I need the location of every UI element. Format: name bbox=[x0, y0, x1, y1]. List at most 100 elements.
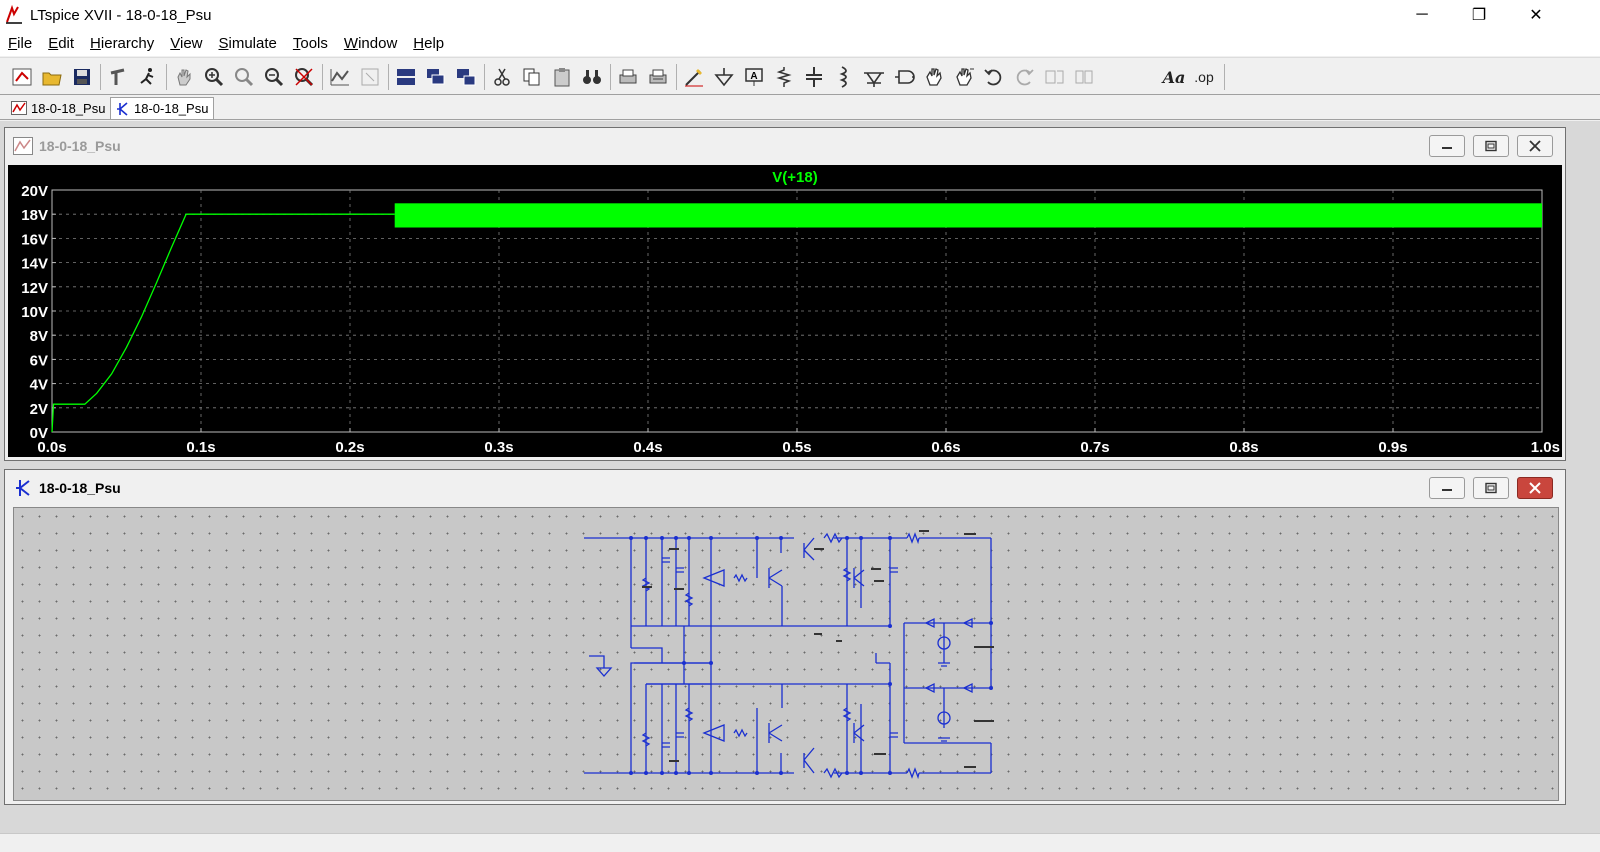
text-button[interactable] bbox=[1100, 63, 1128, 91]
tab-label: 18-0-18_Psu bbox=[134, 101, 209, 116]
settings-hammer-icon bbox=[110, 68, 125, 85]
toolbar-separator bbox=[1224, 64, 1225, 90]
settings-hammer-button[interactable] bbox=[104, 63, 132, 91]
toolbar-separator bbox=[100, 64, 101, 90]
schematic-canvas[interactable] bbox=[13, 507, 1559, 801]
menu-file[interactable]: File bbox=[8, 34, 33, 52]
x-tick-label: 0.4s bbox=[633, 439, 662, 456]
menu-window[interactable]: Window bbox=[343, 34, 398, 52]
child-minimize-button[interactable] bbox=[1429, 477, 1465, 499]
menu-view[interactable]: View bbox=[170, 34, 203, 52]
spice-directive-button[interactable]: .op bbox=[1190, 63, 1218, 91]
open-button[interactable] bbox=[38, 63, 66, 91]
status-bar bbox=[0, 833, 1600, 852]
spice-directive-button[interactable] bbox=[1130, 63, 1158, 91]
label-net-icon: A bbox=[745, 68, 763, 86]
print-setup-button[interactable] bbox=[644, 63, 672, 91]
y-tick-label: 6V bbox=[30, 352, 48, 369]
pan-hand-icon bbox=[177, 69, 191, 86]
print-setup-icon bbox=[649, 69, 667, 84]
wire-button[interactable] bbox=[680, 63, 708, 91]
svg-text:A: A bbox=[750, 71, 757, 82]
move-button[interactable] bbox=[920, 63, 948, 91]
tile-vertical-icon bbox=[457, 69, 476, 86]
minimize-icon bbox=[1442, 489, 1452, 491]
tile-vertical-button[interactable] bbox=[452, 63, 480, 91]
child-close-button[interactable] bbox=[1517, 135, 1553, 157]
schematic-window-titlebar[interactable]: 18-0-18_Psu bbox=[5, 470, 1565, 506]
zoom-area-icon bbox=[235, 68, 254, 87]
redo-button[interactable] bbox=[1010, 63, 1038, 91]
run-button[interactable] bbox=[134, 63, 162, 91]
rotate-button[interactable] bbox=[1040, 63, 1068, 91]
pan-hand-button[interactable] bbox=[170, 63, 198, 91]
cursor-button[interactable] bbox=[356, 63, 384, 91]
drag-button[interactable] bbox=[950, 63, 978, 91]
zoom-fit-button[interactable] bbox=[290, 63, 318, 91]
menu-simulate[interactable]: Simulate bbox=[218, 34, 277, 52]
minimize-button[interactable]: ─ bbox=[1393, 0, 1451, 30]
save-button[interactable] bbox=[68, 63, 96, 91]
x-tick-label: 1.0s bbox=[1531, 439, 1560, 456]
paste-button[interactable] bbox=[548, 63, 576, 91]
child-maximize-button[interactable] bbox=[1473, 135, 1509, 157]
schematic-window: 18-0-18_Psu bbox=[4, 469, 1566, 805]
diode-button[interactable] bbox=[860, 63, 888, 91]
menu-tools[interactable]: Tools bbox=[292, 34, 328, 52]
trace-ripple-band bbox=[394, 203, 1543, 228]
ground-button[interactable] bbox=[710, 63, 738, 91]
waveform-icon bbox=[11, 101, 27, 115]
waveform-window-title: 18-0-18_Psu bbox=[39, 138, 121, 154]
toolbar-separator bbox=[484, 64, 485, 90]
child-minimize-button[interactable] bbox=[1429, 135, 1465, 157]
inductor-icon bbox=[839, 66, 847, 88]
child-maximize-button[interactable] bbox=[1473, 477, 1509, 499]
transistor-icon bbox=[117, 101, 128, 116]
menu-edit[interactable]: Edit bbox=[48, 34, 75, 52]
label-net-button[interactable]: A bbox=[740, 63, 768, 91]
close-button[interactable]: ✕ bbox=[1507, 0, 1565, 30]
zoom-area-button[interactable] bbox=[230, 63, 258, 91]
undo-icon bbox=[984, 69, 1002, 86]
document-tabs: 18-0-18_Psu 18-0-18_Psu bbox=[0, 96, 1600, 120]
copy-button[interactable] bbox=[518, 63, 546, 91]
maximize-button[interactable]: ❐ bbox=[1450, 0, 1508, 30]
print-icon bbox=[619, 69, 637, 84]
resistor-button[interactable] bbox=[770, 63, 798, 91]
inductor-button[interactable] bbox=[830, 63, 858, 91]
toolbar-separator bbox=[388, 64, 389, 90]
x-tick-label: 0.0s bbox=[37, 439, 66, 456]
tile-horizontal-button[interactable] bbox=[392, 63, 420, 91]
menu-hierarchy[interactable]: Hierarchy bbox=[90, 34, 155, 52]
component-button[interactable] bbox=[890, 63, 918, 91]
text-button[interactable]: Aa bbox=[1160, 63, 1188, 91]
cascade-button[interactable] bbox=[422, 63, 450, 91]
save-icon bbox=[74, 69, 90, 85]
find-button[interactable] bbox=[578, 63, 606, 91]
toolbar-separator bbox=[676, 64, 677, 90]
undo-button[interactable] bbox=[980, 63, 1008, 91]
copy-icon bbox=[523, 68, 540, 86]
tab-waveform[interactable]: 18-0-18_Psu bbox=[6, 97, 110, 119]
y-tick-label: 10V bbox=[21, 304, 48, 321]
trace-label[interactable]: V(+18) bbox=[772, 169, 817, 186]
zoom-in-button[interactable] bbox=[200, 63, 228, 91]
autoscale-button[interactable] bbox=[326, 63, 354, 91]
control-panel-button[interactable] bbox=[8, 63, 36, 91]
cut-button[interactable] bbox=[488, 63, 516, 91]
capacitor-button[interactable] bbox=[800, 63, 828, 91]
component-icon bbox=[895, 70, 915, 84]
close-icon bbox=[1529, 140, 1541, 152]
menu-help[interactable]: Help bbox=[413, 34, 445, 52]
circuit-drawing[interactable] bbox=[14, 508, 1560, 802]
child-close-button[interactable] bbox=[1517, 477, 1553, 499]
mirror-button[interactable] bbox=[1070, 63, 1098, 91]
close-icon: ✕ bbox=[1529, 7, 1543, 24]
tab-schematic[interactable]: 18-0-18_Psu bbox=[110, 97, 215, 119]
print-button[interactable] bbox=[614, 63, 642, 91]
zoom-out-button[interactable] bbox=[260, 63, 288, 91]
waveform-window-titlebar[interactable]: 18-0-18_Psu bbox=[5, 128, 1565, 164]
title-bar: LTspice XVII - 18-0-18_Psu ─ ❐ ✕ bbox=[0, 0, 1600, 30]
